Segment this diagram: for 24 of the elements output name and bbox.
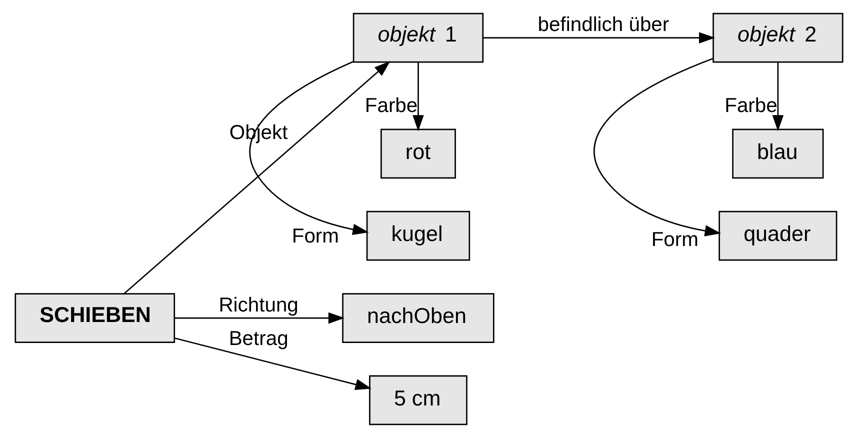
edge-label: Betrag: [228, 328, 288, 350]
arrow: [412, 62, 424, 132]
node-box: SCHIEBEN: [14, 293, 176, 343]
node-box: kugel: [366, 210, 470, 261]
edge-label: befindlich über: [538, 14, 670, 36]
node-box: rot: [380, 128, 456, 179]
node-box: objekt 1: [352, 12, 484, 63]
arrow: [124, 60, 390, 294]
edge-label: Form: [292, 226, 339, 248]
edge-label: Form: [651, 228, 698, 251]
node-box: blau: [732, 128, 824, 179]
arrow: [482, 32, 716, 44]
edge-label: Farbe: [364, 95, 418, 118]
arrow: [594, 58, 722, 236]
node-box: objekt 2: [712, 12, 844, 63]
arrow: [174, 312, 345, 324]
node-box: 5 cm: [369, 375, 468, 426]
edge-label: Farbe: [724, 95, 778, 118]
arrow: [772, 62, 784, 132]
edge-label: Richtung: [218, 294, 298, 316]
node-box: quader: [718, 210, 838, 261]
node-box: nachOben: [342, 293, 494, 343]
arrow: [249, 60, 369, 236]
arrow: [174, 337, 372, 390]
